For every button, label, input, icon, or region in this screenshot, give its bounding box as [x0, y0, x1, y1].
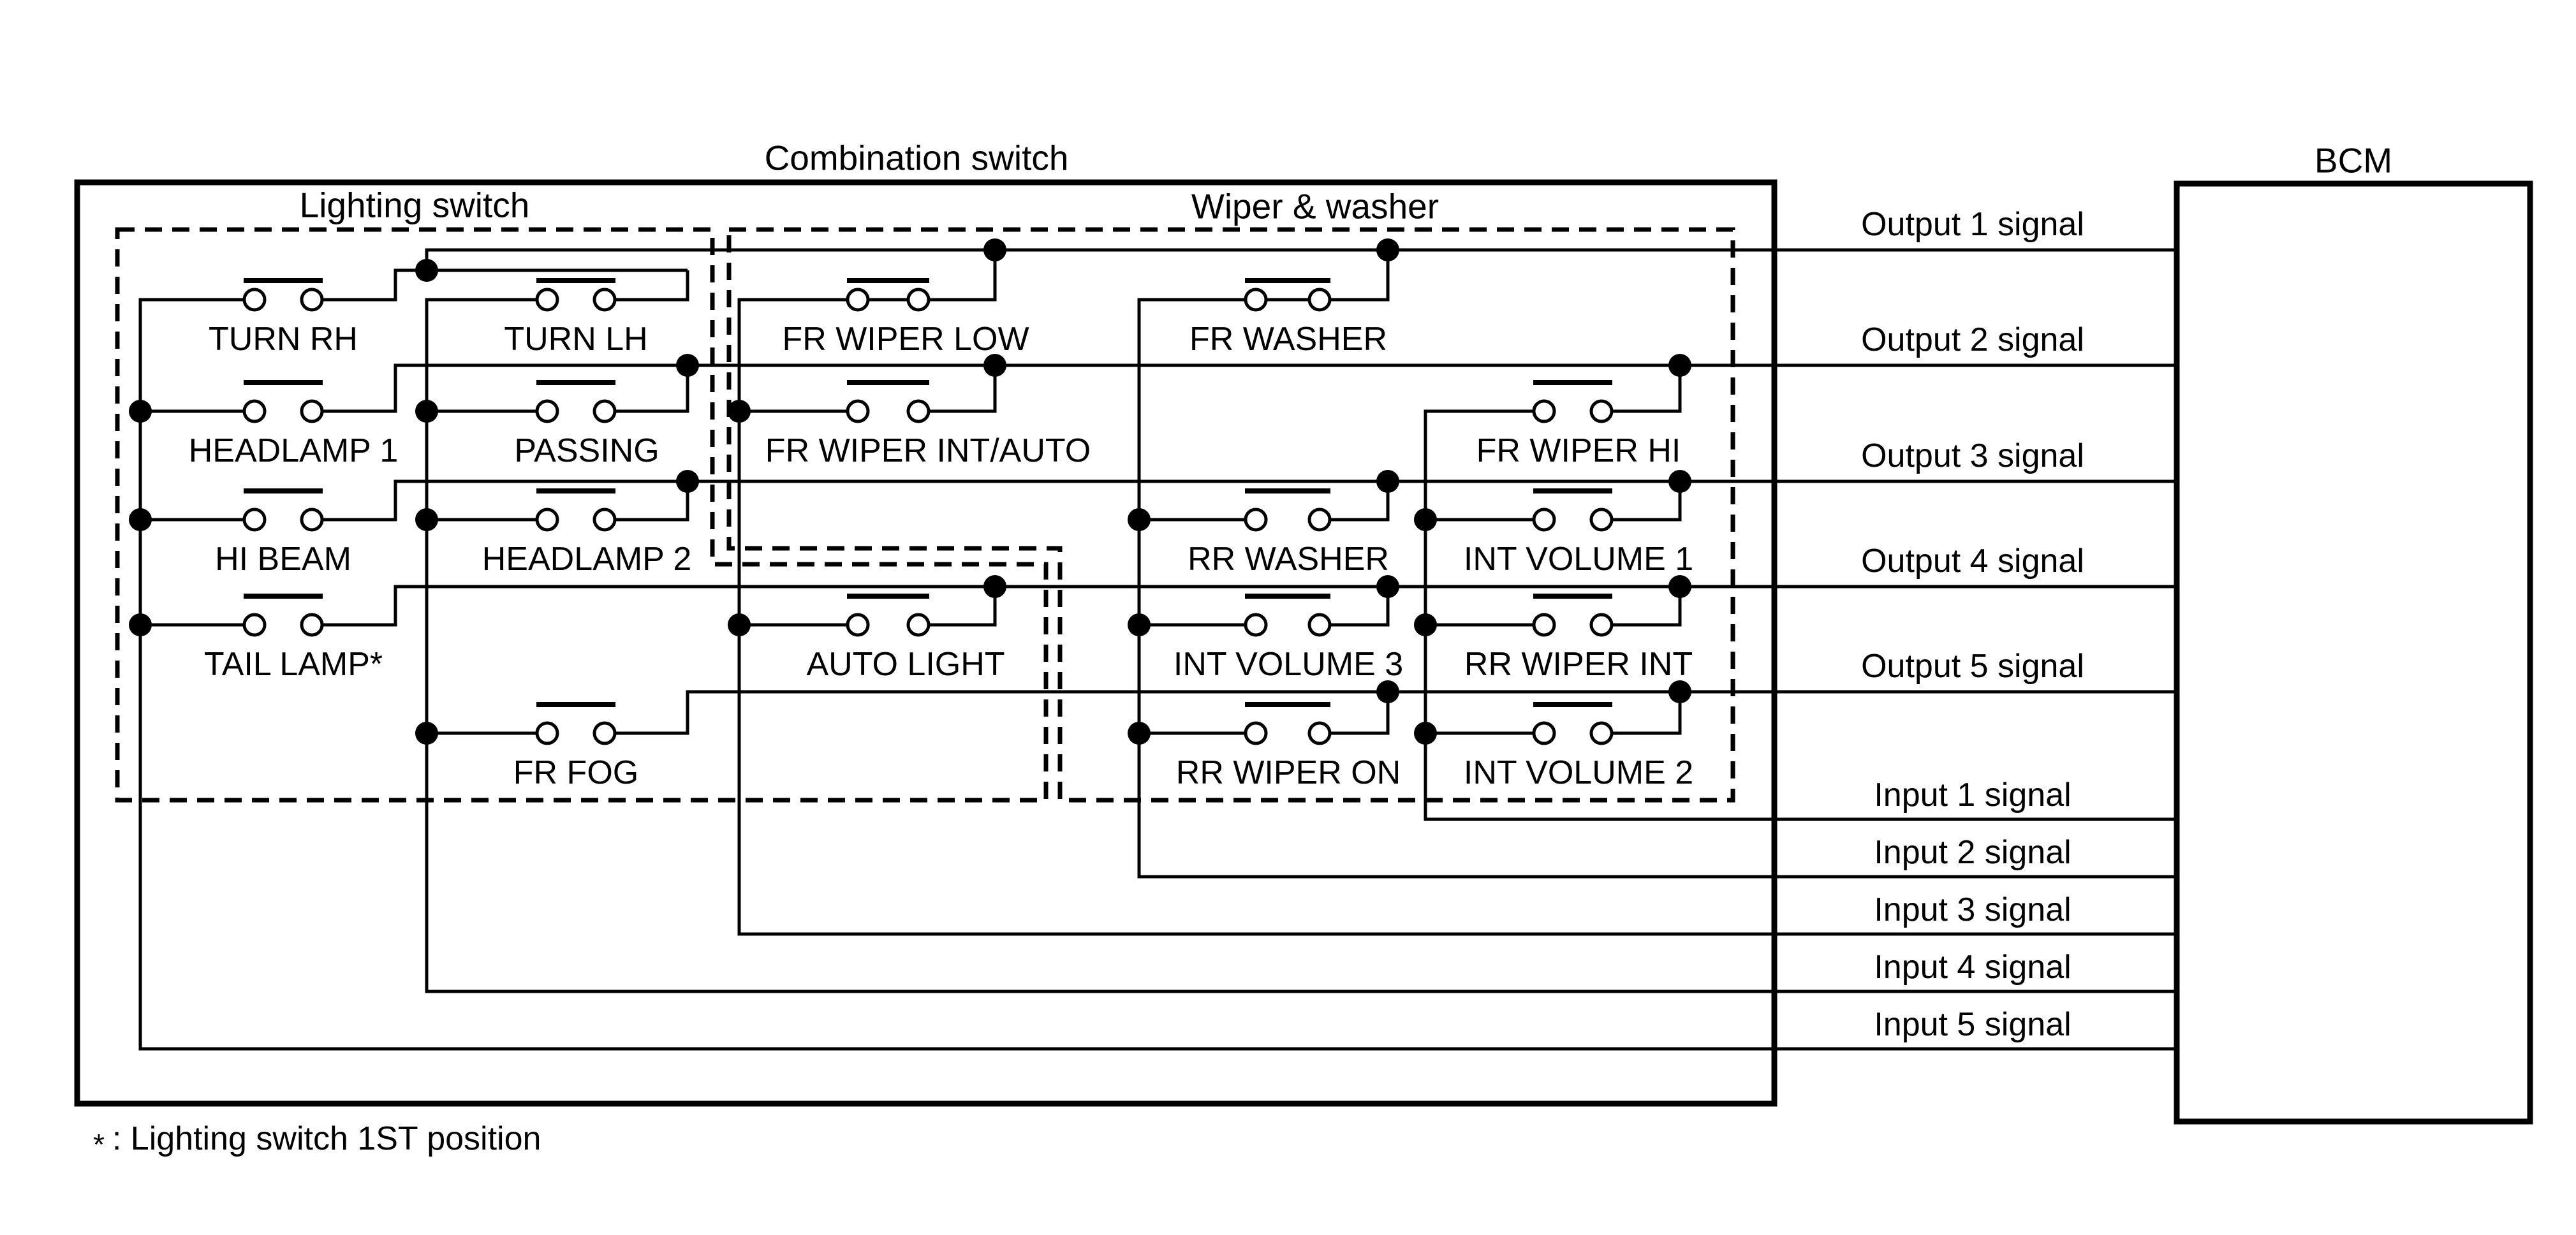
contacts-fr-wiper-low	[846, 288, 931, 312]
contacts-headlamp-2	[535, 508, 617, 532]
output-3-net	[322, 479, 2177, 522]
input-2-signal-label: Input 2 signal	[1874, 834, 2072, 871]
contacts-tail-lamp	[242, 613, 324, 637]
input-4-net	[425, 298, 2177, 993]
contacts-fr-fog	[535, 721, 617, 745]
wiper-washer-title: Wiper & washer	[1191, 186, 1439, 226]
output-2-net	[322, 363, 2177, 413]
switch-label-fr-wiper-int-auto: FR WIPER INT/AUTO	[765, 432, 1091, 469]
switch-label-rr-wiper-int: RR WIPER INT	[1464, 646, 1693, 683]
contacts-rr-wiper-on	[1244, 721, 1332, 745]
footnote-text: : Lighting switch 1ST position	[112, 1120, 541, 1157]
contacts-turn-rh	[242, 288, 324, 312]
switch-label-int-volume-1: INT VOLUME 1	[1463, 541, 1694, 578]
switch-label-fr-wiper-hi: FR WIPER HI	[1476, 432, 1681, 469]
input-3-signal-label: Input 3 signal	[1874, 891, 2072, 928]
switch-label-fr-washer: FR WASHER	[1189, 321, 1388, 358]
footnote: *: Lighting switch 1ST position	[93, 1120, 541, 1161]
switch-label-fr-fog: FR FOG	[513, 754, 639, 791]
switch-label-int-volume-3: INT VOLUME 3	[1173, 646, 1404, 683]
switch-label-rr-washer: RR WASHER	[1188, 541, 1389, 578]
switch-label-headlamp-1: HEADLAMP 1	[188, 432, 399, 469]
contacts-int-volume-2	[1532, 721, 1614, 745]
contacts-int-volume-1	[1532, 508, 1614, 532]
output-1-signal-label: Output 1 signal	[1861, 206, 2084, 243]
bcm-box	[2174, 180, 2533, 1125]
footnote-asterisk: *	[93, 1128, 105, 1161]
input-5-signal-label: Input 5 signal	[1874, 1006, 2072, 1043]
output-2-signal-label: Output 2 signal	[1861, 321, 2084, 358]
lighting-switch-dashed-box	[115, 227, 1049, 803]
switch-label-passing: PASSING	[514, 432, 659, 469]
contacts-fr-wiper-int-auto	[846, 399, 931, 423]
junction-dots	[129, 238, 1691, 745]
contacts-turn-lh	[535, 288, 617, 312]
switch-label-fr-wiper-low: FR WIPER LOW	[782, 321, 1029, 358]
output-3-signal-label: Output 3 signal	[1861, 437, 2084, 474]
combination-switch-title: Combination switch	[764, 138, 1069, 178]
contact-overbars	[244, 278, 1612, 707]
switch-label-rr-wiper-on: RR WIPER ON	[1175, 754, 1401, 791]
input-4-signal-label: Input 4 signal	[1874, 949, 2072, 986]
contacts-fr-washer	[1244, 288, 1332, 312]
switch-label-turn-rh: TURN RH	[209, 321, 358, 358]
switch-label-int-volume-2: INT VOLUME 2	[1463, 754, 1694, 791]
contacts-rr-wiper-int	[1532, 613, 1614, 637]
switch-label-tail-lamp: TAIL LAMP*	[203, 646, 383, 683]
contacts-passing	[535, 399, 617, 423]
input-5-net	[138, 298, 2177, 1051]
bcm-title: BCM	[2314, 140, 2393, 180]
contacts-hi-beam	[242, 508, 324, 532]
output-5-net	[615, 690, 2177, 735]
output-1-net	[322, 248, 2177, 302]
input-1-signal-label: Input 1 signal	[1874, 777, 2072, 814]
combination-switch-box	[74, 179, 1777, 1107]
output-4-net	[322, 585, 2177, 627]
contacts-headlamp-1	[242, 399, 324, 423]
contacts-fr-wiper-hi	[1532, 399, 1614, 423]
output-5-signal-label: Output 5 signal	[1861, 648, 2084, 685]
contacts-rr-washer	[1244, 508, 1332, 532]
output-4-signal-label: Output 4 signal	[1861, 543, 2084, 580]
switch-label-headlamp-2: HEADLAMP 2	[482, 541, 692, 578]
wiper-washer-dashed-box	[726, 227, 1735, 803]
contacts-auto-light	[846, 613, 931, 637]
lighting-switch-title: Lighting switch	[299, 185, 530, 225]
switch-label-turn-lh: TURN LH	[504, 321, 648, 358]
input-2-net	[1137, 298, 2177, 879]
switch-label-hi-beam: HI BEAM	[215, 541, 351, 578]
switch-label-auto-light: AUTO LIGHT	[806, 646, 1005, 683]
contacts-int-volume-3	[1244, 613, 1332, 637]
